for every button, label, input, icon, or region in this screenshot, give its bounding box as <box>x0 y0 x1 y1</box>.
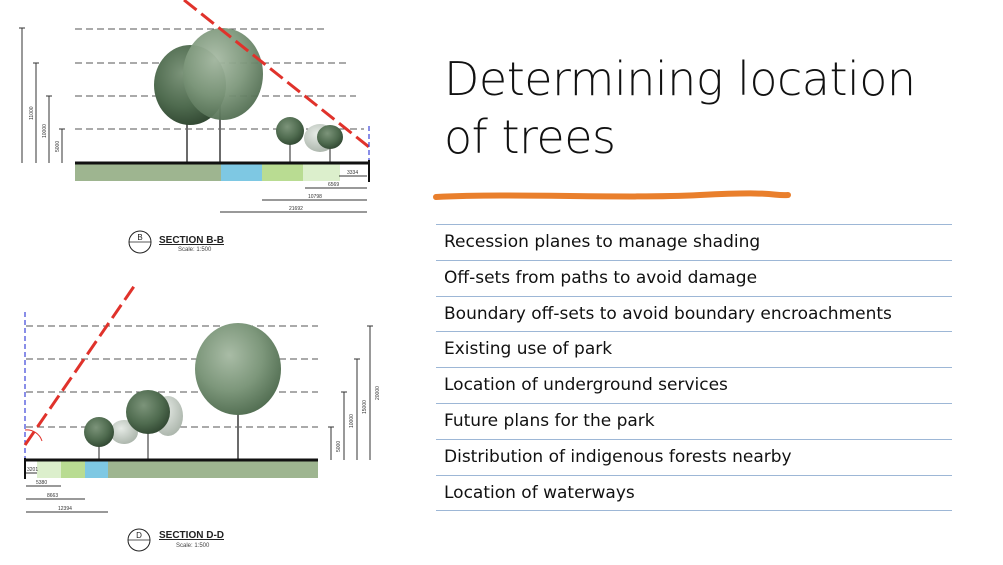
section-d-scale: Scale: 1:500 <box>176 543 210 549</box>
dim-label: 3334 <box>347 170 358 176</box>
section-d-label: D SECTION D-D Scale: 1:500 <box>127 528 224 552</box>
factor-list: Recession planes to manage shading Off-s… <box>436 224 952 512</box>
horizontal-dimensions <box>220 175 367 213</box>
dim-label: 12394 <box>58 506 72 512</box>
section-b-scale: Scale: 1:500 <box>178 247 212 253</box>
factor-item: Off-sets from paths to avoid damage <box>436 261 952 297</box>
section-b-drawing: 11000 10000 5000 <box>19 0 370 254</box>
slide-title-line-2: of trees <box>444 110 616 164</box>
factor-item: Existing use of park <box>436 332 952 369</box>
dim-label: 21692 <box>289 206 303 212</box>
dim-label: 11000 <box>29 106 35 120</box>
factor-item: Distribution of indigenous forests nearb… <box>436 440 952 476</box>
recession-plane-line <box>183 0 370 149</box>
section-b-label: B SECTION B-B Scale: 1:500 <box>128 230 224 254</box>
section-b-title: SECTION B-B <box>159 235 224 246</box>
dim-label: 5000 <box>336 441 342 452</box>
vertical-dimensions <box>328 325 373 460</box>
section-d-marker: D <box>136 531 142 540</box>
dim-label: 10000 <box>349 414 355 428</box>
large-tree <box>154 28 263 162</box>
dim-label: 5380 <box>36 480 47 486</box>
recession-plane-line <box>23 281 139 446</box>
vertical-dim-labels: 11000 10000 5000 <box>29 106 61 152</box>
horizontal-dim-labels: 3201 5380 8663 12394 <box>27 467 72 512</box>
dim-label: 5000 <box>55 141 61 152</box>
slide-title-line-1: Determining location <box>444 52 916 106</box>
section-b-marker: B <box>137 233 142 242</box>
title-underline-accent <box>433 190 791 200</box>
factor-item: Recession planes to manage shading <box>436 225 952 261</box>
section-d-drawing: 5000 10000 15000 20000 <box>23 281 381 552</box>
vertical-dim-labels: 5000 10000 15000 20000 <box>336 386 381 452</box>
dim-label: 10000 <box>42 124 48 138</box>
recession-angle-arc <box>24 429 43 442</box>
dim-label: 15000 <box>362 400 368 414</box>
ground-strip <box>75 160 370 182</box>
ground-strip <box>24 458 318 479</box>
factor-item: Boundary off-sets to avoid boundary encr… <box>436 297 952 333</box>
section-d-title: SECTION D-D <box>159 530 224 541</box>
horizontal-dim-labels: 3334 6569 10798 21692 <box>289 170 358 212</box>
factor-item: Location of underground services <box>436 368 952 404</box>
small-trees <box>84 390 183 459</box>
dim-label: 3201 <box>27 467 38 473</box>
vertical-dimensions <box>19 27 65 163</box>
factor-item: Future plans for the park <box>436 404 952 440</box>
dim-label: 20000 <box>375 386 381 400</box>
dim-label: 10798 <box>308 194 322 200</box>
horizontal-dimensions <box>26 472 108 513</box>
dim-label: 6569 <box>328 182 339 188</box>
factor-item: Location of waterways <box>436 476 952 512</box>
dim-label: 8663 <box>47 493 58 499</box>
small-trees <box>276 117 343 162</box>
slide-title: Determining location of trees <box>444 50 984 166</box>
large-tree <box>195 323 281 459</box>
